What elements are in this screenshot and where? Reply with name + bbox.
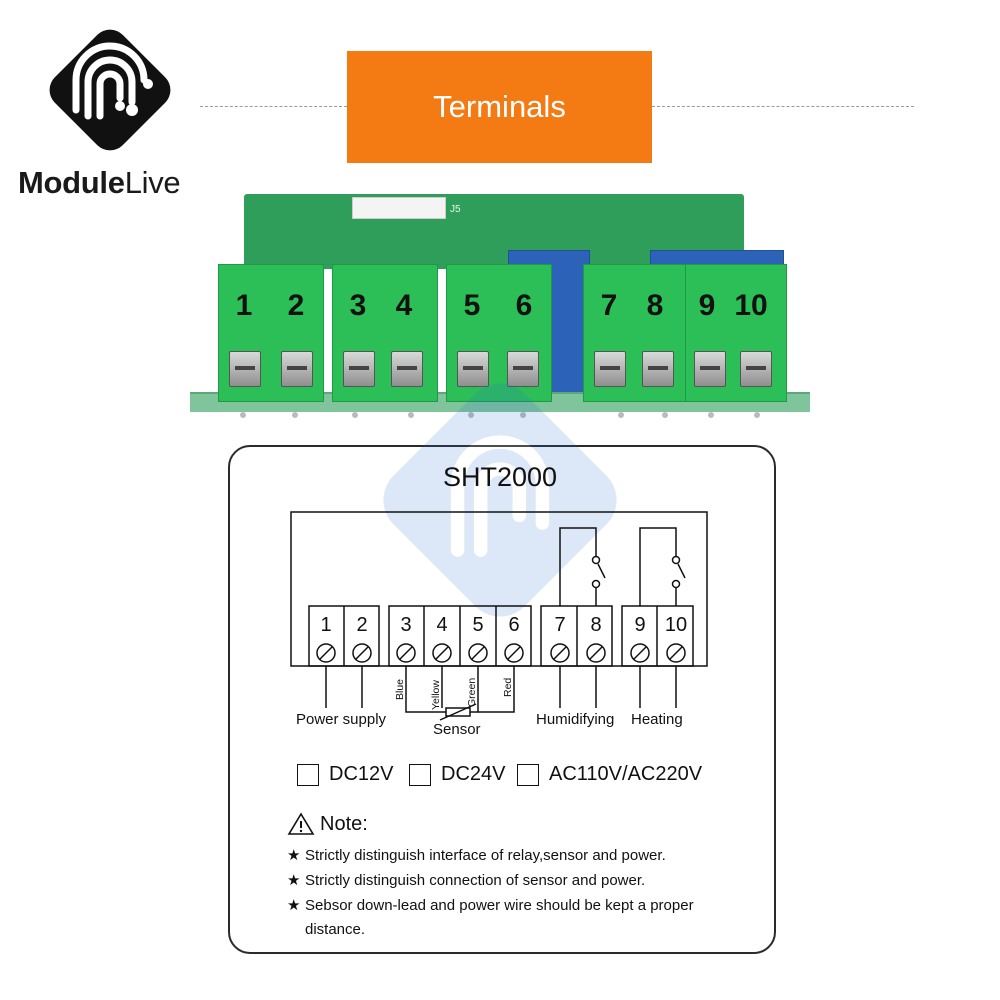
note-title: Note: (320, 812, 368, 835)
note-heading: Note: (287, 812, 368, 836)
diagram-terminal-5: 5 (472, 614, 484, 636)
terminal-label-10: 10 (734, 289, 768, 322)
terminal-block-3-4: 3 4 (332, 264, 438, 402)
screw-icon (507, 351, 539, 387)
note-item-3: ★Sebsor down-lead and power wire should … (287, 894, 735, 942)
note-item-text: Sebsor down-lead and power wire should b… (305, 897, 694, 938)
modulelive-logo-icon (49, 29, 171, 151)
solder-pin (468, 412, 474, 418)
heating-label: Heating (631, 711, 683, 728)
voltage-option-ac: AC110V/AC220V (517, 763, 702, 786)
terminal-screws (316, 643, 686, 663)
diagram-terminal-1: 1 (320, 614, 332, 636)
brand-name-light: Live (124, 165, 181, 200)
screw-icon (391, 351, 423, 387)
solder-pin (240, 412, 246, 418)
terminal-block-1-2: 1 2 (218, 264, 324, 402)
wire-label-blue: Blue (394, 678, 406, 700)
diagram-terminal-8: 8 (590, 614, 602, 636)
solder-pin (520, 412, 526, 418)
brand-name-bold: Module (18, 165, 125, 200)
voltage-option-dc24v: DC24V (409, 763, 505, 786)
note-item-text: Strictly distinguish interface of relay,… (305, 847, 666, 864)
pin-header (352, 197, 446, 219)
voltage-option-label: DC24V (441, 763, 506, 785)
terminal-block-7-8: 7 8 (583, 264, 687, 402)
note-item-1: ★Strictly distinguish interface of relay… (287, 844, 737, 868)
screw-icon (694, 351, 726, 387)
terminal-label-2: 2 (287, 289, 305, 322)
star-icon: ★ (287, 897, 301, 914)
silkscreen-label: J5 (450, 204, 461, 215)
solder-pin (708, 412, 714, 418)
terminal-label-8: 8 (646, 289, 664, 322)
solder-pin (408, 412, 414, 418)
screw-icon (281, 351, 313, 387)
header-banner: Terminals (347, 51, 652, 163)
diagram-terminal-3: 3 (400, 614, 412, 636)
brand-name: ModuleLive (18, 165, 181, 201)
diagram-terminal-9: 9 (634, 614, 646, 636)
screw-icon (594, 351, 626, 387)
page-title: Terminals (433, 89, 566, 124)
solder-pin (292, 412, 298, 418)
voltage-option-label: AC110V/AC220V (549, 763, 703, 785)
header-rule-right (652, 106, 914, 107)
power-supply-label: Power supply (296, 711, 387, 728)
star-icon: ★ (287, 847, 301, 864)
screw-icon (229, 351, 261, 387)
humidifying-label: Humidifying (536, 711, 615, 728)
screw-icon (457, 351, 489, 387)
wiring-diagram-card (228, 445, 776, 954)
terminal-label-6: 6 (515, 289, 533, 322)
solder-pin (352, 412, 358, 418)
checkbox-icon (517, 763, 539, 786)
terminal-block-5-6: 5 6 (446, 264, 552, 402)
terminal-label-3: 3 (349, 289, 367, 322)
terminal-label-1: 1 (235, 289, 253, 322)
terminal-label-7: 7 (600, 289, 618, 322)
watermark-logo-icon (383, 383, 617, 617)
note-item-2: ★Strictly distinguish connection of sens… (287, 869, 737, 893)
diagram-title: SHT2000 (442, 462, 558, 492)
terminal-label-5: 5 (463, 289, 481, 322)
terminal-label-4: 4 (395, 289, 413, 322)
solder-pin (662, 412, 668, 418)
star-icon: ★ (287, 872, 301, 889)
diagram-terminal-6: 6 (508, 614, 520, 636)
checkbox-icon (297, 763, 319, 786)
screw-icon (642, 351, 674, 387)
voltage-option-label: DC12V (329, 763, 394, 785)
note-item-text: Strictly distinguish connection of senso… (305, 872, 646, 889)
screw-icon (740, 351, 772, 387)
solder-pin (618, 412, 624, 418)
sensor-label: Sensor (433, 721, 481, 738)
wire-label-yellow: Yellow (430, 680, 442, 710)
diagram-terminal-2: 2 (356, 614, 368, 636)
wire-label-green: Green (466, 677, 478, 707)
diagram-terminal-4: 4 (436, 614, 448, 636)
terminal-label-9: 9 (698, 289, 716, 322)
voltage-option-dc12v: DC12V (297, 763, 393, 786)
diagram-terminal-7: 7 (554, 614, 566, 636)
diagram-terminal-10: 10 (664, 614, 688, 636)
warning-triangle-icon (287, 812, 315, 835)
screw-icon (343, 351, 375, 387)
header-rule-left (200, 106, 347, 107)
solder-pin (754, 412, 760, 418)
terminal-block-9-10: 9 10 (685, 264, 787, 402)
wire-label-red: Red (502, 677, 514, 697)
checkbox-icon (409, 763, 431, 786)
